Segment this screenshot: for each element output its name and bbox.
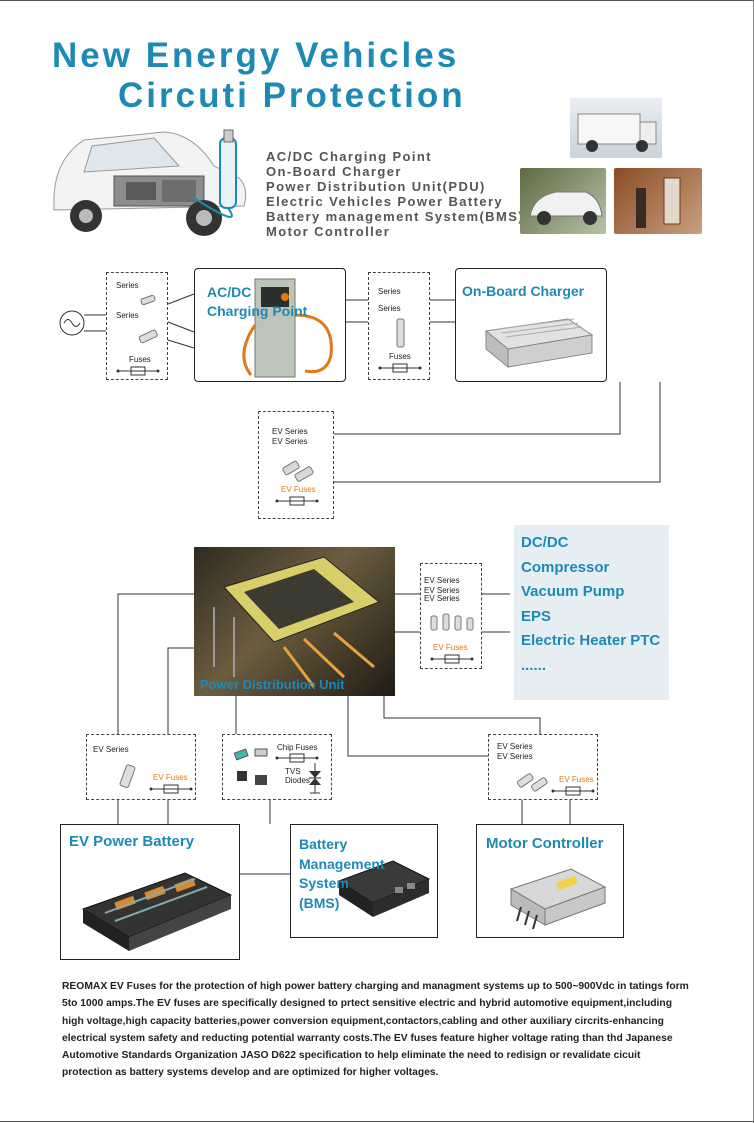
charging-point-title: AC/DC Charging Point <box>207 284 308 319</box>
series-label: Series <box>116 281 139 290</box>
series-label: Series <box>378 304 401 313</box>
tvs-diodes-label: TVS Diodes <box>285 767 310 785</box>
ev-series-label: EV Series <box>272 427 308 436</box>
bms-title: Battery Management System (BMS) <box>299 836 385 911</box>
ev-fuses-label: EV Fuses <box>153 773 188 782</box>
application-list: AC/DC Charging Point On-Board Charger Po… <box>266 149 524 239</box>
fuse-symbol-icon <box>378 363 422 373</box>
battery-fuse-box: EV Series EV Fuses <box>86 734 196 800</box>
cartridge-fuse-icon <box>138 329 158 344</box>
van-photo <box>570 98 662 158</box>
pdu-board-icon <box>213 556 380 688</box>
chip-fuse-icon <box>233 748 268 785</box>
charging-station-photo <box>614 168 702 234</box>
load-item: EPS <box>521 607 552 625</box>
bms-module-icon <box>337 860 431 917</box>
cartridge-fuse-icon <box>140 294 156 306</box>
ev-series-label: EV Series <box>497 742 533 751</box>
onboard-charger-block: On-Board Charger <box>455 268 607 382</box>
load-item: Compressor <box>521 558 610 576</box>
description-paragraph: REOMAX EV Fuses for the protection of hi… <box>62 981 689 1079</box>
onboard-charger-title: On-Board Charger <box>462 283 585 299</box>
ev-series-label: EV Series <box>272 437 308 446</box>
ev-series-label: EV Series <box>497 752 533 761</box>
bolt-fuse-icon <box>517 773 548 792</box>
fuse-symbol-icon <box>275 496 319 506</box>
charger-link-fuse-box: Series Series Fuses <box>368 272 430 380</box>
fuse-symbol-icon <box>149 784 193 794</box>
bolt-fuse-icon <box>282 460 314 482</box>
series-label: Series <box>116 311 139 320</box>
load-item: ...... <box>521 656 547 674</box>
charger-unit-icon <box>484 318 594 369</box>
ev-fuses-label: EV Fuses <box>559 775 594 784</box>
ev-series-label: EV Series <box>424 576 460 585</box>
load-item: Vacuum Pump <box>521 583 625 600</box>
pdu-block: Power Distribution Unit <box>194 547 395 696</box>
application-item: AC/DC Charging Point <box>266 149 432 164</box>
application-item: On-Board Charger <box>266 164 402 179</box>
battery-pack-icon <box>81 872 233 951</box>
loads-panel: DC/DC Compressor Vacuum Pump EPS Electri… <box>514 525 669 700</box>
chip-fuses-label: Chip Fuses <box>277 743 318 752</box>
load-item: DC/DC <box>521 534 569 551</box>
fuse-symbol-icon <box>116 366 160 376</box>
ev-fuses-label: EV Fuses <box>281 485 316 494</box>
charging-car-photo <box>520 168 606 234</box>
motor-controller-block: Motor Controller <box>476 824 624 938</box>
fuses-label: Fuses <box>129 355 151 364</box>
bottom-rule <box>0 1121 754 1122</box>
bms-fuse-box: Chip Fuses TVS Diodes <box>222 734 332 800</box>
charging-post-icon <box>242 278 333 378</box>
bolt-fuse-icon <box>119 764 136 788</box>
page-title-line2: Circuti Protection <box>118 76 466 115</box>
fuses-label: Fuses <box>389 352 411 361</box>
motor-fuse-box: EV Series EV Series EV Fuses <box>488 734 598 800</box>
fuse-symbol-icon <box>275 753 319 763</box>
ev-series-label: EV Series <box>93 745 129 754</box>
application-item: Motor Controller <box>266 224 391 239</box>
cartridge-fuse-icon <box>396 318 405 348</box>
charging-point-block: AC/DC Charging Point <box>194 268 346 382</box>
pdu-output-fuse-box: EV Series EV Series EV Series EV Fuses <box>420 563 482 669</box>
load-item: Electric Heater PTC <box>521 632 661 649</box>
ev-series-label: EV Series <box>424 594 460 603</box>
input-fuse-box: Series Series Fuses <box>106 272 168 380</box>
power-battery-block: EV Power Battery <box>60 824 240 960</box>
application-item: Power Distribution Unit(PDU) <box>266 179 486 194</box>
fuse-symbol-icon <box>551 786 595 796</box>
motor-controller-icon <box>509 868 607 930</box>
series-label: Series <box>378 287 401 296</box>
ev-car-illustration <box>53 129 247 236</box>
feedback-fuse-box: EV Series EV Series EV Fuses <box>258 411 334 519</box>
fuse-symbol-icon <box>430 654 474 664</box>
page-title-line1: New Energy Vehicles <box>52 36 460 75</box>
application-item: Battery management System(BMS) <box>266 209 525 224</box>
top-rule <box>0 0 754 1</box>
tvs-diode-icon <box>309 763 321 794</box>
ev-fuses-label: EV Fuses <box>433 643 468 652</box>
application-item: Electric Vehicles Power Battery <box>266 194 504 209</box>
ev-series-label: EV Series <box>424 586 460 595</box>
pdu-title: Power Distribution Unit <box>200 677 345 692</box>
cartridge-fuse-set-icon <box>430 613 474 631</box>
power-battery-title: EV Power Battery <box>69 833 195 850</box>
bms-block: Battery Management System (BMS) <box>290 824 438 938</box>
motor-controller-title: Motor Controller <box>486 835 604 852</box>
